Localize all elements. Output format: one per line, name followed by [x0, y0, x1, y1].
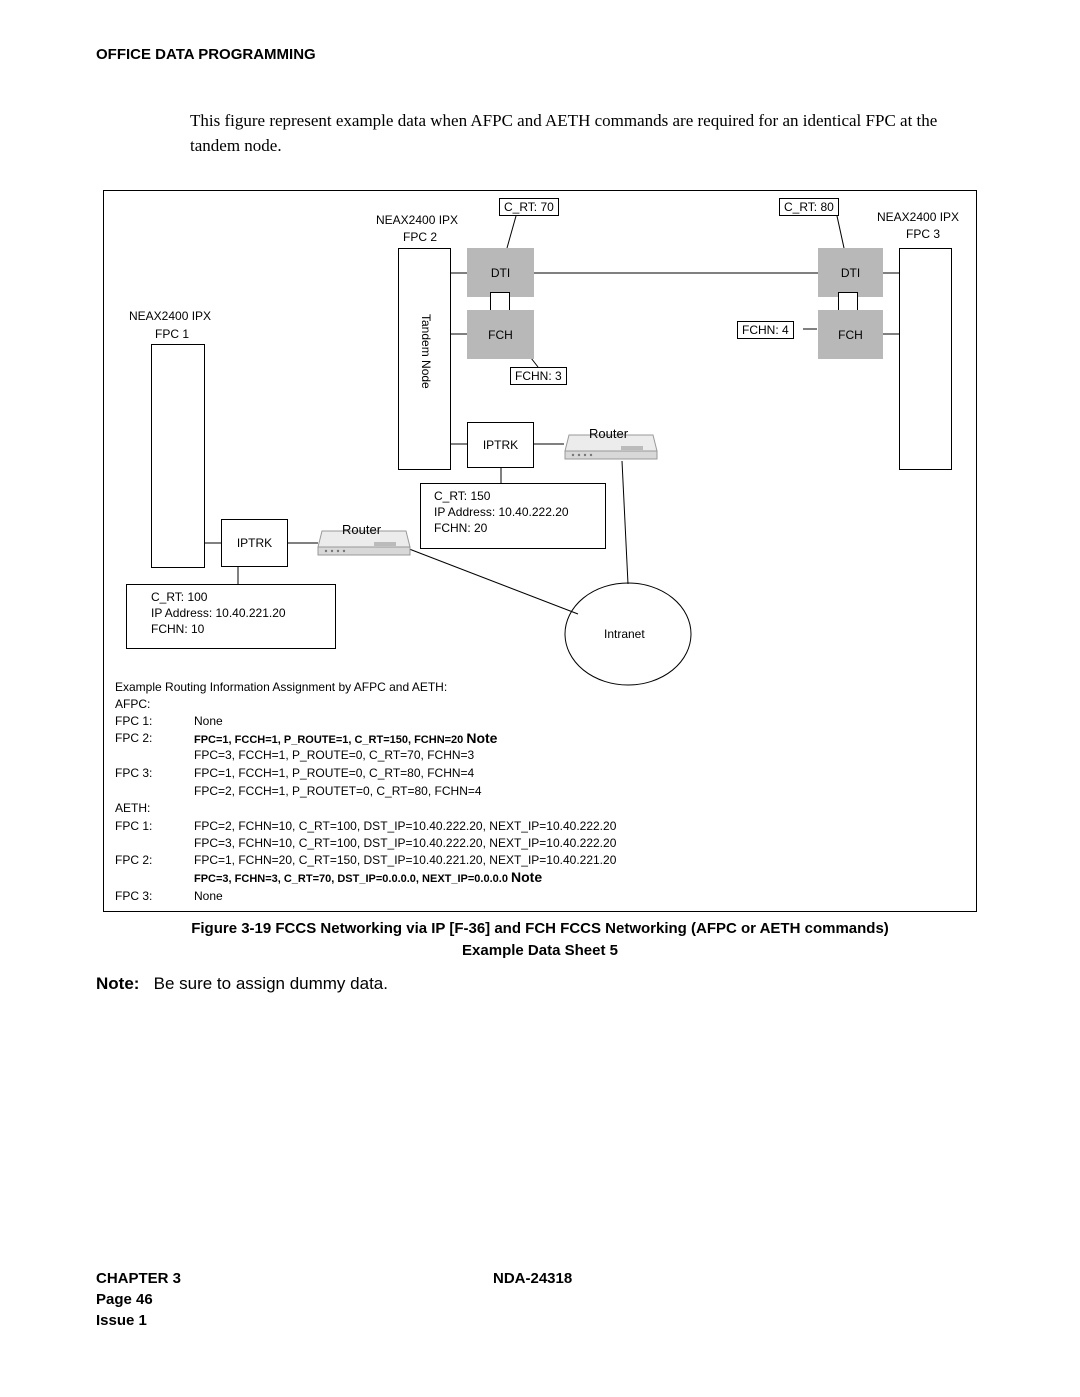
fpc3-node — [899, 248, 952, 470]
footer-page: Page 46 — [96, 1291, 153, 1308]
tandem-ip-info: C_RT: 150 IP Address: 10.40.222.20 FCHN:… — [420, 483, 606, 549]
aeth-row-value: None — [194, 889, 223, 903]
aeth-row-value: FPC=2, FCHN=10, C_RT=100, DST_IP=10.40.2… — [194, 819, 617, 833]
afpc-row-value: FPC=2, FCCH=1, P_ROUTET=0, C_RT=80, FCHN… — [194, 784, 482, 798]
router-icon — [317, 530, 411, 556]
afpc-row-value: FPC=1, FCCH=1, P_ROUTE=1, C_RT=150, FCHN… — [194, 730, 498, 746]
fch-fpc3: FCH — [818, 310, 883, 359]
fpc3-label: FPC 3 — [906, 227, 941, 241]
fpc1-fchn: FCHN: 10 — [151, 622, 205, 636]
note-label: Note: — [96, 974, 140, 993]
dti-tandem: DTI — [467, 248, 534, 297]
iptrk-tandem: IPTRK — [467, 422, 534, 468]
footer-doc-number: NDA-24318 — [493, 1270, 573, 1287]
note-text: Be sure to assign dummy data. — [153, 974, 388, 993]
example-title: Example Routing Information Assignment b… — [115, 680, 448, 694]
fpc1-ip-info: C_RT: 100 IP Address: 10.40.221.20 FCHN:… — [126, 584, 336, 649]
figure-caption: Figure 3-19 FCCS Networking via IP [F-36… — [96, 918, 984, 962]
afpc-row-fpc: FPC 3: — [115, 766, 153, 780]
router-label: Router — [342, 522, 382, 537]
router-icon — [564, 434, 658, 460]
footer-left: CHAPTER 3 Page 46 Issue 1 — [96, 1268, 181, 1331]
intranet-cloud — [564, 582, 692, 686]
aeth-row-value: FPC=3, FCHN=10, C_RT=100, DST_IP=10.40.2… — [194, 836, 617, 850]
caption-line-1: Figure 3-19 FCCS Networking via IP [F-36… — [191, 920, 889, 937]
afpc-row-fpc: FPC 1: — [115, 714, 153, 728]
footer-chapter: CHAPTER 3 — [96, 1270, 182, 1287]
intro-paragraph: This figure represent example data when … — [190, 111, 938, 155]
fch-tandem: FCH — [467, 310, 534, 359]
crt70-label: C_RT: 70 — [499, 198, 559, 216]
afpc-row-value: None — [194, 714, 223, 728]
fpc2-node — [398, 248, 451, 470]
footer-issue: Issue 1 — [96, 1312, 147, 1329]
fpc1-node — [151, 344, 205, 568]
router-fpc1: Router — [316, 523, 412, 557]
tandem-crt: C_RT: 150 — [434, 489, 491, 503]
crt80-label: C_RT: 80 — [779, 198, 839, 216]
fchn3-label: FCHN: 3 — [510, 367, 567, 385]
dti-fpc3: DTI — [818, 248, 883, 297]
aeth-row-fpc: FPC 2: — [115, 853, 153, 867]
tandem-fchn: FCHN: 20 — [434, 521, 488, 535]
fchn4-label: FCHN: 4 — [737, 321, 794, 339]
aeth-row-fpc: FPC 1: — [115, 819, 153, 833]
section-title: OFFICE DATA PROGRAMMING — [96, 46, 316, 63]
aeth-row-value: FPC=1, FCHN=20, C_RT=150, DST_IP=10.40.2… — [194, 853, 617, 867]
fpc3-title: NEAX2400 IPX — [877, 210, 960, 224]
tandem-node-label: Tandem Node — [419, 314, 433, 389]
tandem-ip-address: IP Address: 10.40.222.20 — [434, 505, 569, 519]
afpc-row-value: FPC=3, FCCH=1, P_ROUTE=0, C_RT=70, FCHN=… — [194, 748, 475, 762]
aeth-row-fpc: FPC 3: — [115, 889, 153, 903]
router-label: Router — [589, 426, 629, 441]
intranet-label: Intranet — [604, 627, 645, 641]
fpc1-crt: C_RT: 100 — [151, 590, 208, 604]
note: Note: Be sure to assign dummy data. — [96, 974, 388, 994]
network-diagram: NEAX2400 IPX FPC 2 Tandem Node NEAX2400 … — [103, 190, 977, 912]
connector-lines — [204, 215, 899, 686]
fpc1-title: NEAX2400 IPX — [129, 309, 212, 323]
afpc-row-value: FPC=1, FCCH=1, P_ROUTE=0, C_RT=80, FCHN=… — [194, 766, 475, 780]
fpc1-label: FPC 1 — [155, 327, 190, 341]
iptrk-fpc1: IPTRK — [221, 519, 288, 567]
router-tandem: Router — [563, 427, 659, 461]
aeth-label: AETH: — [115, 801, 151, 815]
aeth-row-value: FPC=3, FCHN=3, C_RT=70, DST_IP=0.0.0.0, … — [194, 869, 543, 885]
afpc-label: AFPC: — [115, 697, 151, 711]
fpc1-ip-address: IP Address: 10.40.221.20 — [151, 606, 286, 620]
fpc2-label: FPC 2 — [403, 230, 438, 244]
caption-line-2: Example Data Sheet 5 — [462, 942, 618, 959]
afpc-row-fpc: FPC 2: — [115, 731, 153, 745]
fpc2-title: NEAX2400 IPX — [376, 213, 459, 227]
